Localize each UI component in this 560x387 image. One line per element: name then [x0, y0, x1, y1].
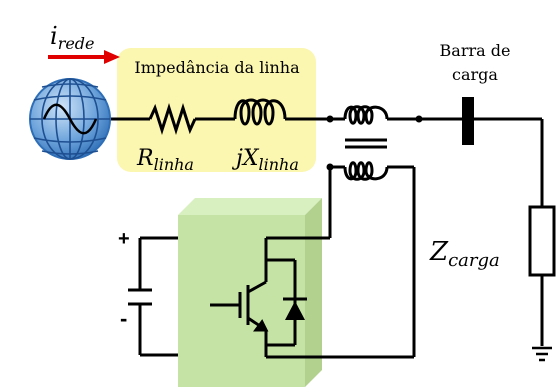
- node-dot: [415, 115, 423, 123]
- bus-label-line2: carga: [452, 65, 498, 84]
- dc-plus-sign: +: [118, 228, 130, 250]
- diode-icon: [283, 297, 307, 320]
- load-bus-bar: [462, 97, 474, 145]
- node-dot: [326, 163, 334, 171]
- impedance-title: Impedância da linha: [134, 58, 300, 77]
- resistance-label: Rlinha: [136, 146, 194, 174]
- load-impedance-label: Zcarga: [429, 237, 500, 271]
- inductor-icon: [233, 98, 287, 126]
- grid-globe-icon: [29, 78, 111, 160]
- reactance-label: jXlinha: [231, 146, 299, 174]
- transformer-icon: [343, 105, 389, 181]
- node-dot: [326, 115, 334, 123]
- dc-minus-sign: -: [120, 306, 127, 331]
- igbt-icon: [210, 238, 297, 357]
- load-icon: [528, 205, 556, 277]
- ground-icon: [532, 346, 552, 362]
- bus-label-line1: Barra de: [440, 41, 511, 60]
- current-arrow-icon: [48, 50, 120, 64]
- current-label: irede: [50, 22, 95, 53]
- resistor-icon: [148, 103, 197, 135]
- capacitor-icon: [128, 288, 152, 306]
- line-impedance-box: [117, 48, 316, 172]
